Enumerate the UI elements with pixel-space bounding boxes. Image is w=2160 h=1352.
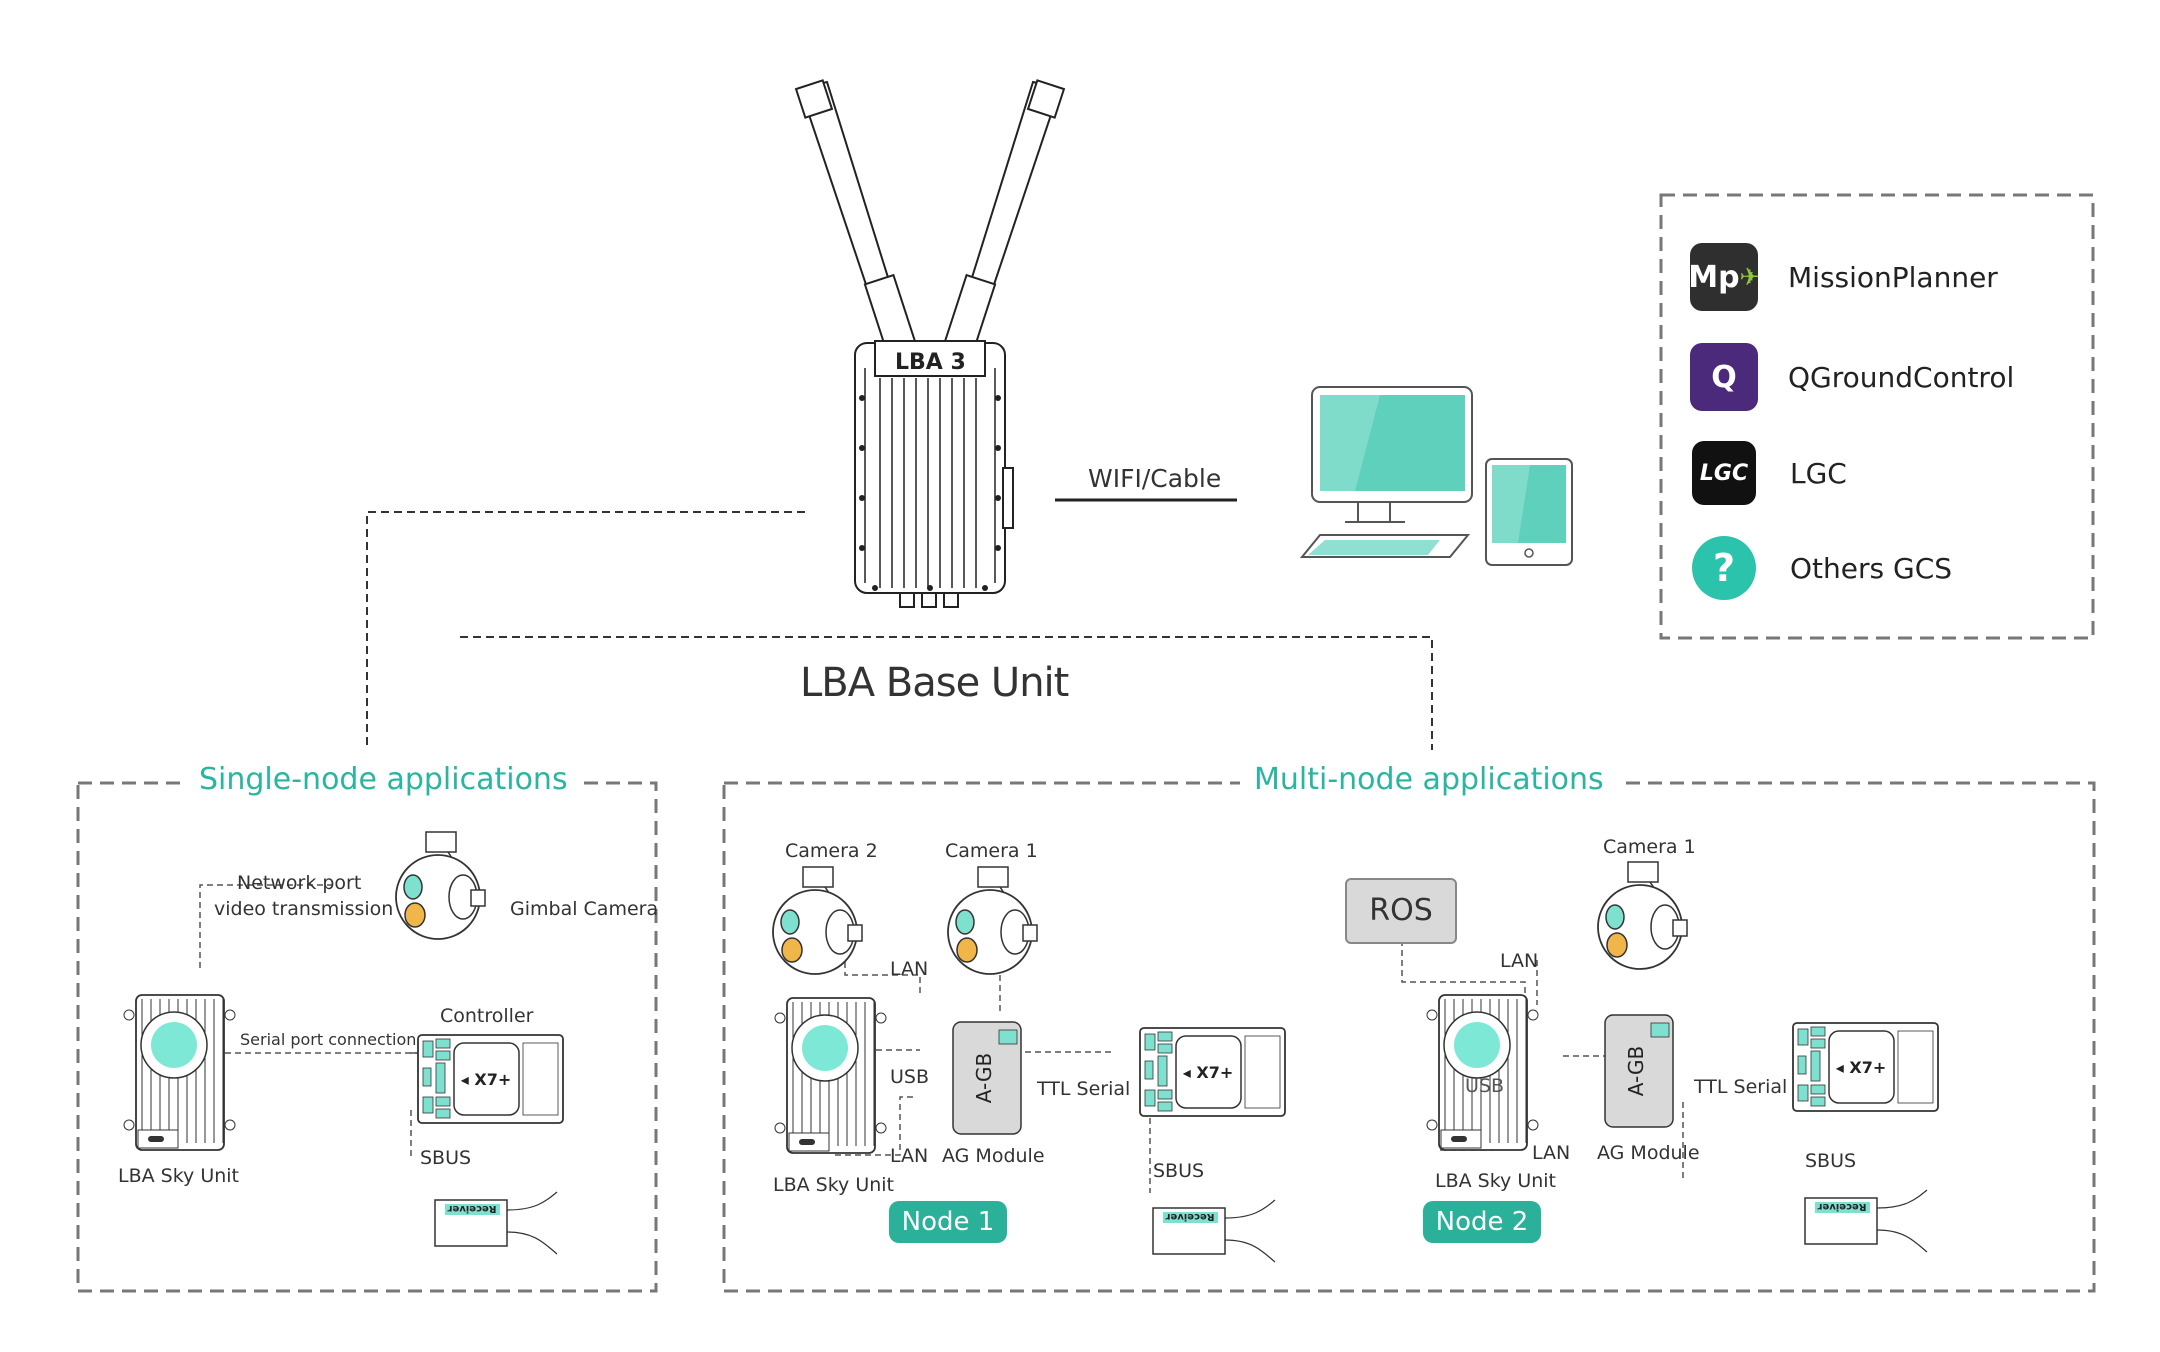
camera2-device bbox=[772, 866, 863, 975]
question-icon: ? bbox=[1692, 536, 1756, 600]
serial-port-label: Serial port connection bbox=[240, 1030, 417, 1049]
mission-planner-icon: Mp✈ bbox=[1688, 243, 1760, 311]
network-port-label: Network port bbox=[237, 872, 362, 894]
camera2-label: Camera 2 bbox=[785, 840, 878, 862]
lba-base-unit-device bbox=[794, 79, 1066, 608]
receiver-device: Receiver bbox=[1804, 1189, 1928, 1253]
ag-module-device: A-GB bbox=[952, 1021, 1022, 1135]
gcs-label: MissionPlanner bbox=[1788, 260, 1998, 294]
single-node-title: Single-node applications bbox=[185, 762, 582, 797]
svg-text:Receiver: Receiver bbox=[1818, 1201, 1867, 1212]
link-base-single bbox=[366, 511, 805, 750]
lan-top-label: LAN bbox=[1500, 950, 1539, 972]
sky-unit-device bbox=[123, 994, 236, 1151]
ag-module-device: A-GB bbox=[1604, 1014, 1674, 1128]
svg-text:A-GB: A-GB bbox=[1624, 1046, 1648, 1096]
controller-device: ◂ X7+ bbox=[417, 1034, 564, 1124]
gcs-panel-frame bbox=[1659, 193, 2095, 640]
lgc-icon: LGC bbox=[1692, 441, 1756, 505]
sbus-label: SBUS bbox=[1153, 1160, 1205, 1182]
gcs-item-others: ? Others GCS bbox=[1692, 536, 1952, 600]
svg-text:◂ X7+: ◂ X7+ bbox=[1836, 1058, 1886, 1077]
gimbal-camera-label: Gimbal Camera bbox=[510, 898, 659, 920]
svg-text:Receiver: Receiver bbox=[1166, 1211, 1215, 1222]
gcs-item-lgc: LGC LGC bbox=[1692, 441, 1847, 505]
node1-badge: Node 1 bbox=[889, 1201, 1007, 1243]
node2-badge: Node 2 bbox=[1423, 1201, 1541, 1243]
sbus-label: SBUS bbox=[1805, 1150, 1857, 1172]
gcs-label: QGroundControl bbox=[1788, 360, 2015, 394]
gcs-item-qgroundcontrol: Q QGroundControl bbox=[1690, 343, 2014, 411]
ag-module-label: AG Module bbox=[942, 1145, 1045, 1167]
receiver-device: Receiver bbox=[1152, 1199, 1276, 1263]
sky-unit-label: LBA Sky Unit bbox=[118, 1165, 240, 1187]
lan-bottom-label: LAN bbox=[1532, 1142, 1571, 1164]
camera1-device bbox=[947, 866, 1038, 975]
sbus-label: SBUS bbox=[420, 1147, 472, 1169]
usb-label: USB bbox=[1465, 1075, 1505, 1097]
link-base-multi bbox=[460, 636, 1433, 750]
ttl-serial-label: TTL Serial bbox=[1694, 1076, 1788, 1098]
gimbal-camera-device bbox=[395, 831, 486, 940]
svg-text:◂ X7+: ◂ X7+ bbox=[1183, 1063, 1233, 1082]
multi-node-title: Multi-node applications bbox=[1240, 762, 1618, 797]
gcs-label: LGC bbox=[1790, 456, 1847, 490]
camera1-device bbox=[1597, 861, 1688, 970]
svg-text:◂ X7+: ◂ X7+ bbox=[461, 1070, 511, 1089]
wifi-cable-label: WIFI/Cable bbox=[1088, 464, 1222, 493]
qgroundcontrol-icon: Q bbox=[1690, 343, 1758, 411]
ros-box: ROS bbox=[1345, 878, 1457, 944]
sky-unit-device bbox=[1426, 994, 1539, 1151]
usb-label: USB bbox=[890, 1066, 930, 1088]
video-transmission-label: video transmission bbox=[214, 898, 394, 920]
camera1-label: Camera 1 bbox=[1603, 836, 1696, 858]
lan-top-label: LAN bbox=[890, 958, 929, 980]
gcs-label: Others GCS bbox=[1790, 551, 1953, 585]
controller-device: ◂ X7+ bbox=[1139, 1027, 1286, 1117]
svg-text:Receiver: Receiver bbox=[448, 1203, 497, 1214]
base-unit-title: LBA Base Unit bbox=[800, 660, 1069, 706]
gcs-item-missionplanner: Mp✈ MissionPlanner bbox=[1688, 243, 1998, 311]
controller-label: Controller bbox=[440, 1005, 534, 1027]
lan-bottom-label: LAN bbox=[890, 1145, 929, 1167]
ttl-serial-label: TTL Serial bbox=[1037, 1078, 1131, 1100]
sky-unit-label: LBA Sky Unit bbox=[1435, 1170, 1557, 1192]
ag-module-label: AG Module bbox=[1597, 1142, 1700, 1164]
sky-unit-label: LBA Sky Unit bbox=[773, 1174, 895, 1196]
base-device-label: LBA 3 bbox=[895, 350, 966, 375]
sky-unit-device bbox=[774, 997, 887, 1154]
computer-tablet-icon bbox=[1300, 386, 1573, 566]
receiver-device: Receiver bbox=[434, 1191, 558, 1255]
controller-device: ◂ X7+ bbox=[1792, 1022, 1939, 1112]
svg-text:A-GB: A-GB bbox=[972, 1053, 996, 1103]
camera1-label: Camera 1 bbox=[945, 840, 1038, 862]
